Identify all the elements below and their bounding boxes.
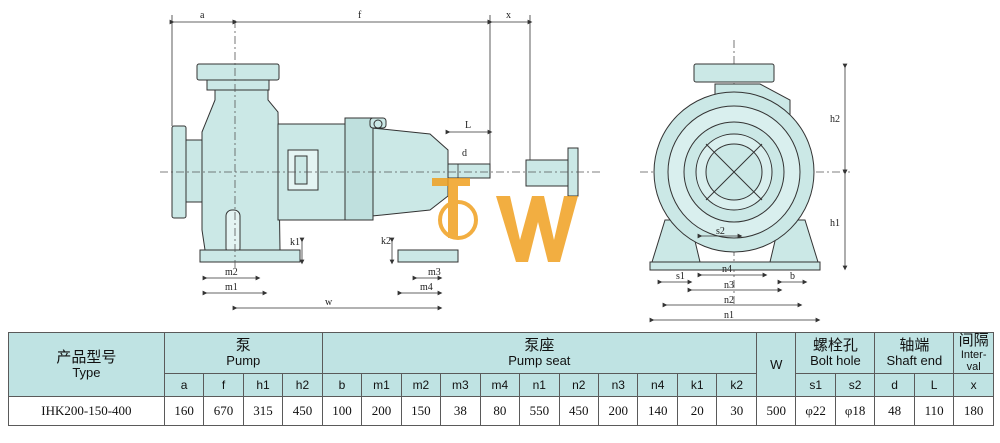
col-header-s1: s1 [795,373,836,397]
cell-f: 670 [203,396,244,426]
cell-h1: 315 [242,396,284,426]
brand-watermark-logo [432,178,578,262]
pump-dimension-drawing: a f x L d k1 k2 m2 m1 m3 m4 w h2 h1 s2 s… [160,10,850,323]
col-header-L: L [913,373,955,397]
dim-w-label: w [325,297,333,308]
pump-group-header: 泵 Pump [163,332,323,374]
col-header-h1: h1 [242,373,284,397]
dim-h1-label: h1 [830,218,840,229]
col-header-m3: m3 [440,373,481,397]
cell-type: IHK200-150-400 [8,396,165,426]
col-header-s2: s2 [834,373,876,397]
dim-b-label: b [790,271,795,282]
col-header-x: x [953,373,994,397]
type-header-cn: 产品型号 [56,348,117,366]
dim-s2-label: s2 [716,226,725,237]
pump-header-cn: 泵 [235,337,251,354]
type-header: 产品型号 Type [8,332,165,397]
bolt-header-en: Bolt hole [810,353,861,368]
col-header-n2: n2 [558,373,600,397]
cell-s2: φ18 [834,396,876,426]
dim-k1-label: k1 [290,237,300,248]
cell-m2: 150 [400,396,442,426]
dim-n4-label: n4 [722,264,732,275]
type-header-en: Type [72,364,101,380]
col-header-f: f [203,373,244,397]
col-header-n4: n4 [637,373,678,397]
col-header-m4: m4 [479,373,521,397]
cell-m4: 80 [479,396,521,426]
w-header: W [755,332,797,397]
dim-k2-label: k2 [381,236,391,247]
cell-n4: 140 [637,396,678,426]
cell-L: 110 [913,396,955,426]
seat-header-cn: 泵座 [524,337,555,354]
w-header-text: W [770,356,783,372]
shaft-end-group-header: 轴端 Shaft end [874,332,955,374]
cell-h2: 450 [282,396,323,426]
side-dimensions [169,15,533,311]
side-view [171,63,579,263]
shaft-header-en: Shaft end [886,353,943,368]
pump-seat-group-header: 泵座 Pump seat [321,332,757,374]
pump-header-en: Pump [226,353,261,368]
dim-m4-label: m4 [420,282,433,293]
front-view [649,63,821,271]
seat-header-en: Pump seat [508,353,571,368]
cell-k1: 20 [676,396,718,426]
cell-x: 180 [953,396,994,426]
dim-h2-label: h2 [830,114,840,125]
col-header-b: b [321,373,363,397]
dim-n2-label: n2 [724,295,734,306]
interval-header-en: Inter-val [960,349,987,373]
cell-n1: 550 [519,396,560,426]
cell-s1: φ22 [795,396,836,426]
dim-f-label: f [358,10,362,21]
interval-header-cn: 间隔 [958,332,989,349]
col-header-k2: k2 [716,373,757,397]
col-header-m1: m1 [361,373,402,397]
col-header-a: a [163,373,205,397]
dim-x-label: x [506,10,511,21]
col-header-m2: m2 [400,373,442,397]
dim-m2-label: m2 [225,267,238,278]
col-header-k1: k1 [676,373,718,397]
dim-a-label: a [200,10,205,21]
dim-s1-label: s1 [676,271,685,282]
cell-b: 100 [321,396,363,426]
col-header-d: d [874,373,915,397]
dim-d-label: d [462,148,467,159]
cell-m3: 38 [440,396,481,426]
cell-w: 500 [755,396,797,426]
cell-d: 48 [874,396,915,426]
dim-L-label: L [465,120,471,131]
col-header-n3: n3 [598,373,639,397]
col-header-n1: n1 [519,373,560,397]
cell-k2: 30 [716,396,757,426]
table-row: IHK200-150-400 160 670 315 450 100 200 1… [8,396,994,426]
front-dimensions [649,63,848,323]
dim-n1-label: n1 [724,310,734,321]
dim-m3-label: m3 [428,267,441,278]
shaft-header-cn: 轴端 [899,337,930,354]
cell-m1: 200 [361,396,402,426]
bolt-header-cn: 螺栓孔 [812,337,858,354]
cell-n2: 450 [558,396,600,426]
specification-table: 产品型号 Type 泵 Pump 泵座 Pump seat W 螺栓孔 Bolt… [8,332,994,426]
cell-n3: 200 [598,396,639,426]
cell-a: 160 [163,396,205,426]
dim-n3-label: n3 [724,280,734,291]
bolt-hole-group-header: 螺栓孔 Bolt hole [795,332,876,374]
interval-group-header: 间隔 Inter-val [953,332,994,374]
col-header-h2: h2 [282,373,323,397]
dim-m1-label: m1 [225,282,238,293]
